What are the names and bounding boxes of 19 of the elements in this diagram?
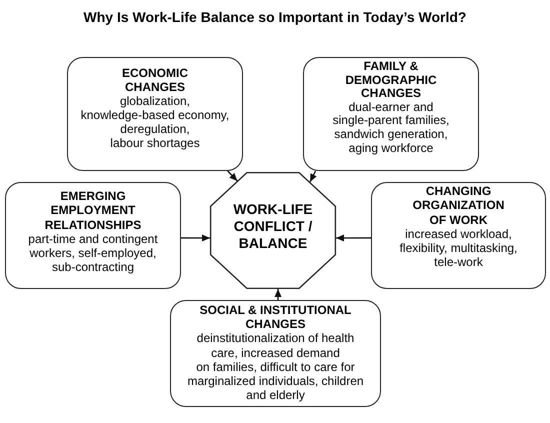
arrow bbox=[181, 234, 210, 242]
rounded-box bbox=[5, 182, 181, 289]
arrow bbox=[274, 289, 282, 300]
category-description: dual-earner and single-parent families, sandwich generation, aging workforce bbox=[332, 100, 450, 156]
central-topic: WORK-LIFE CONFLICT / BALANCE bbox=[233, 200, 313, 252]
category-heading: EMERGING EMPLOYMENT RELATIONSHIPS bbox=[44, 189, 142, 232]
diagram-title: Why Is Work-Life Balance so Important in Today’s World? bbox=[84, 9, 466, 26]
arrow bbox=[227, 170, 238, 182]
category-description: part-time and contingent workers, self-employed, sub-contracting bbox=[28, 232, 158, 275]
octagon bbox=[210, 172, 336, 289]
category-description: increased workload, flexibility, multitasking, tele-work bbox=[400, 226, 518, 270]
rounded-box bbox=[170, 300, 381, 407]
rounded-box bbox=[371, 182, 546, 289]
rounded-box bbox=[303, 57, 479, 171]
arrow bbox=[309, 170, 317, 182]
category-description: globalization, knowledge-based economy, deregulation, labour shortages bbox=[80, 94, 230, 150]
category-description: deinstitutionalization of health care, increased demand on families, difficult to care for marginalized individuals, children and elderly bbox=[187, 331, 364, 402]
arrow bbox=[336, 234, 371, 242]
rounded-box bbox=[67, 57, 243, 171]
